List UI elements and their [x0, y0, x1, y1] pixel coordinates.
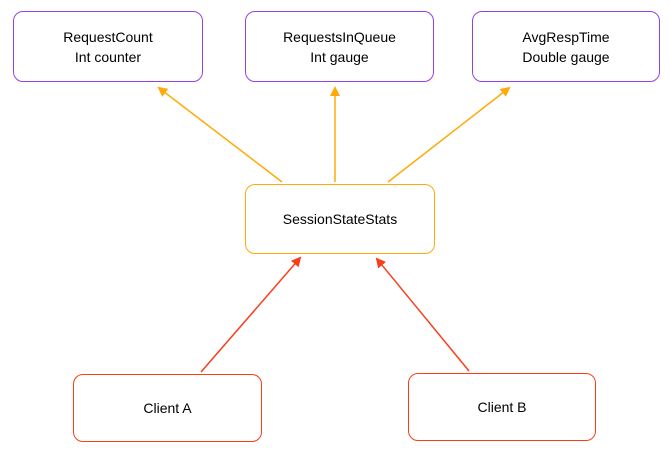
- node-label: SessionStateStats: [282, 211, 398, 227]
- node-client-a[interactable]: Client A: [73, 374, 262, 442]
- edge-sessionstatestats-to-avgresptime: [387, 86, 511, 183]
- node-requests-in-queue[interactable]: RequestsInQueue Int gauge: [245, 11, 434, 82]
- node-label: Client B: [477, 399, 527, 415]
- node-label: Client A: [143, 400, 192, 416]
- node-sublabel: Int gauge: [310, 48, 369, 65]
- edge-clientb-to-sessionstatestats: [375, 257, 470, 372]
- node-session-state-stats[interactable]: SessionStateStats: [245, 184, 435, 254]
- node-avg-resp-time[interactable]: AvgRespTime Double gauge: [472, 11, 660, 82]
- node-label: RequestCount: [63, 28, 153, 45]
- node-label: RequestsInQueue: [283, 28, 396, 45]
- edge-clienta-to-sessionstatestats: [200, 256, 302, 373]
- node-client-b[interactable]: Client B: [408, 373, 596, 441]
- node-sublabel: Int counter: [74, 48, 142, 65]
- node-sublabel: Double gauge: [522, 48, 610, 65]
- node-label: AvgRespTime: [522, 28, 610, 45]
- node-request-count[interactable]: RequestCount Int counter: [13, 11, 203, 82]
- edge-sessionstatestats-to-requestcount: [157, 86, 283, 183]
